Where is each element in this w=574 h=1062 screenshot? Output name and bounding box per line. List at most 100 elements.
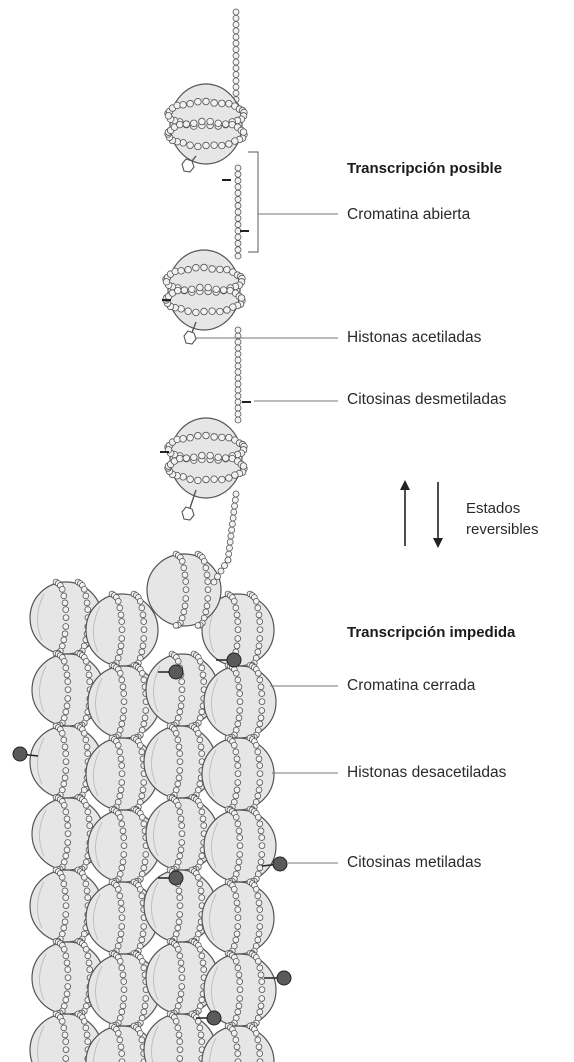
dna-bead xyxy=(179,558,185,564)
dna-bead xyxy=(209,308,216,315)
dna-bead xyxy=(219,476,226,483)
dna-bead xyxy=(141,1009,147,1015)
dna-bead xyxy=(139,670,145,676)
dna-bead xyxy=(253,742,259,748)
dna-bead xyxy=(203,142,210,149)
dna-bead xyxy=(207,452,214,459)
dna-bead xyxy=(235,1009,241,1015)
dna-bead xyxy=(233,84,239,90)
dna-bead xyxy=(119,763,125,769)
dna-bead xyxy=(259,708,265,714)
dna-bead xyxy=(61,781,67,787)
dna-bead xyxy=(226,545,232,551)
dna-bead xyxy=(62,744,68,750)
dna-bead xyxy=(197,1025,203,1031)
dna-bead xyxy=(84,600,90,606)
dna-bead xyxy=(63,1047,69,1053)
dna-bead xyxy=(233,22,239,28)
dna-bead xyxy=(195,1018,201,1024)
dna-bead xyxy=(238,295,245,302)
dna-bead xyxy=(204,603,210,609)
dna-bead xyxy=(64,991,70,997)
dna-bead xyxy=(83,737,89,743)
dna-bead xyxy=(143,708,149,714)
dna-bead xyxy=(259,699,265,705)
heading-transcription-impeded: Transcripción impedida xyxy=(347,624,515,642)
dna-bead xyxy=(63,953,69,959)
dna-bead xyxy=(61,925,67,931)
dna-bead xyxy=(233,40,239,46)
dna-bead xyxy=(193,309,200,316)
dna-bead xyxy=(177,768,183,774)
label-reversible-states-line2: reversibles xyxy=(466,519,539,540)
dna-bead xyxy=(235,771,241,777)
dna-bead xyxy=(199,853,205,859)
label-demethylated-cytosines: Citosinas desmetiladas xyxy=(347,391,506,409)
dna-bead xyxy=(61,946,67,952)
dna-bead xyxy=(257,636,263,642)
dna-bead xyxy=(117,749,123,755)
label-closed-chromatin: Cromatina cerrada xyxy=(347,677,475,695)
dna-bead xyxy=(65,679,71,685)
dna-bead xyxy=(181,609,187,615)
compact-nucleosome xyxy=(202,1023,274,1062)
dna-bead xyxy=(175,925,181,931)
dna-bead xyxy=(115,886,121,892)
dna-bead xyxy=(199,809,205,815)
dna-bead xyxy=(63,768,69,774)
dna-bead xyxy=(205,587,211,593)
dna-bead xyxy=(235,247,241,253)
dna-bead xyxy=(198,888,204,894)
dna-bead xyxy=(195,874,201,880)
dna-bead xyxy=(235,345,241,351)
dna-bead xyxy=(257,763,263,769)
dna-bead xyxy=(64,847,70,853)
dna-bead xyxy=(255,958,261,964)
dna-bead xyxy=(176,121,183,128)
dna-bead xyxy=(205,579,211,585)
dna-bead xyxy=(179,831,185,837)
dna-bead xyxy=(115,1030,121,1036)
closed-chromatin-fiber xyxy=(30,551,276,1062)
acetyl-group xyxy=(182,159,194,172)
dna-bead xyxy=(234,1044,240,1050)
dna-bead xyxy=(222,455,229,462)
dna-bead xyxy=(61,637,67,643)
dna-bead xyxy=(140,612,146,618)
dna-bead xyxy=(177,895,183,901)
dna-bead xyxy=(175,658,181,664)
dna-bead xyxy=(259,843,265,849)
dna-bead xyxy=(235,375,241,381)
dna-bead xyxy=(226,141,233,148)
dna-bead xyxy=(63,1039,69,1045)
dna-bead xyxy=(62,631,68,637)
dna-bead xyxy=(231,598,237,604)
dna-bead xyxy=(253,886,259,892)
dna-bead xyxy=(253,1030,259,1036)
dna-bead xyxy=(222,563,228,569)
dna-bead xyxy=(235,165,241,171)
dna-bead xyxy=(65,687,71,693)
dna-bead xyxy=(197,925,203,931)
dna-bead xyxy=(179,687,185,693)
dna-bead xyxy=(215,574,221,580)
dna-bead xyxy=(65,984,71,990)
dna-bead xyxy=(119,677,125,683)
dna-bead xyxy=(211,434,218,441)
dna-bead xyxy=(87,679,93,685)
acetyl-group xyxy=(184,331,196,344)
dna-bead xyxy=(187,100,194,107)
dna-bead xyxy=(257,915,263,921)
dna-bead xyxy=(200,960,206,966)
dna-bead xyxy=(233,491,239,497)
dna-bead xyxy=(83,881,89,887)
dna-bead xyxy=(62,888,68,894)
dna-bead xyxy=(235,184,241,190)
dna-bead xyxy=(117,893,123,899)
dna-bead xyxy=(199,1039,205,1045)
dna-bead xyxy=(240,129,247,136)
dna-bead xyxy=(201,558,207,564)
dna-bead xyxy=(118,1044,124,1050)
dna-bead xyxy=(255,937,261,943)
dna-bead xyxy=(61,881,67,887)
